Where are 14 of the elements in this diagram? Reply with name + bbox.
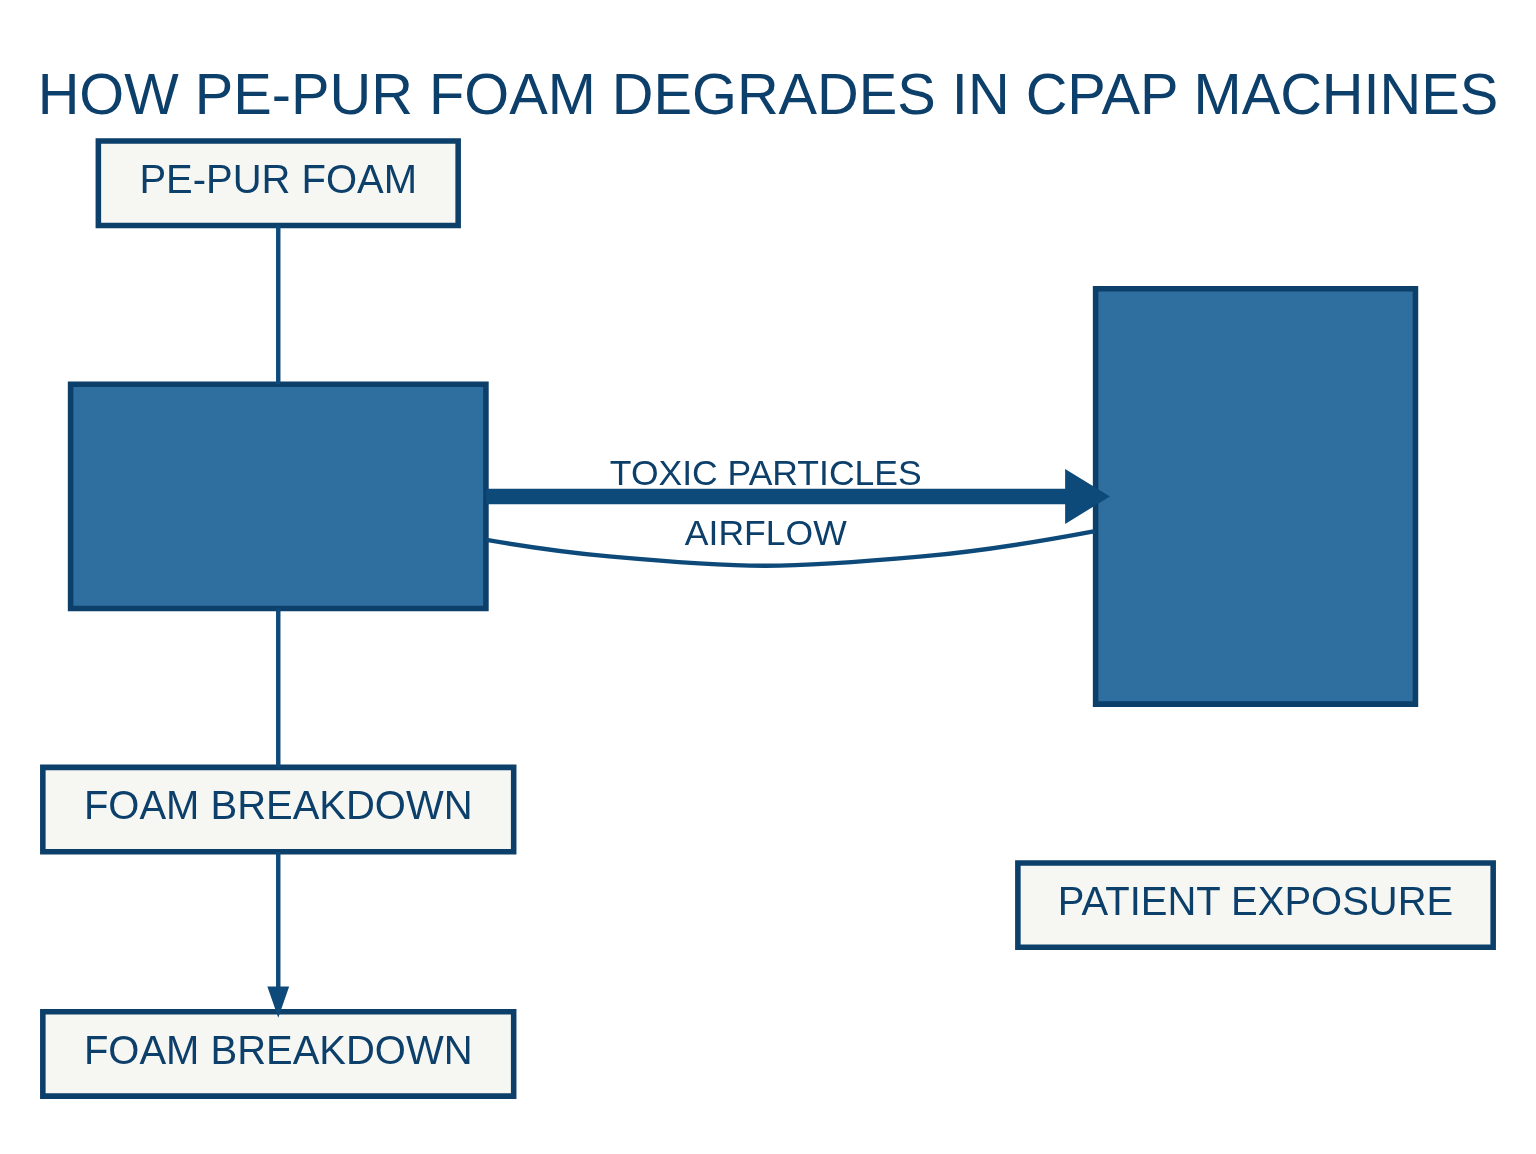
arrow [267,851,290,1018]
connector [486,528,1096,568]
edge-label: TOXIC PARTICLES [609,452,922,493]
node-box: PATIENT EXPOSURE [1015,859,1496,950]
edge-label: AIRFLOW [684,512,847,553]
node-box [1092,285,1419,707]
connector [276,225,281,384]
arrow [486,468,1110,524]
node-box: PE-PUR FOAM [95,137,461,228]
node-box: FOAM BREAKDOWN [40,1008,517,1099]
diagram-title: HOW PE-PUR FOAM DEGRADES IN CPAP MACHINES [37,61,1499,126]
node-box [67,381,489,611]
connector [276,608,281,767]
node-box: FOAM BREAKDOWN [40,764,517,855]
